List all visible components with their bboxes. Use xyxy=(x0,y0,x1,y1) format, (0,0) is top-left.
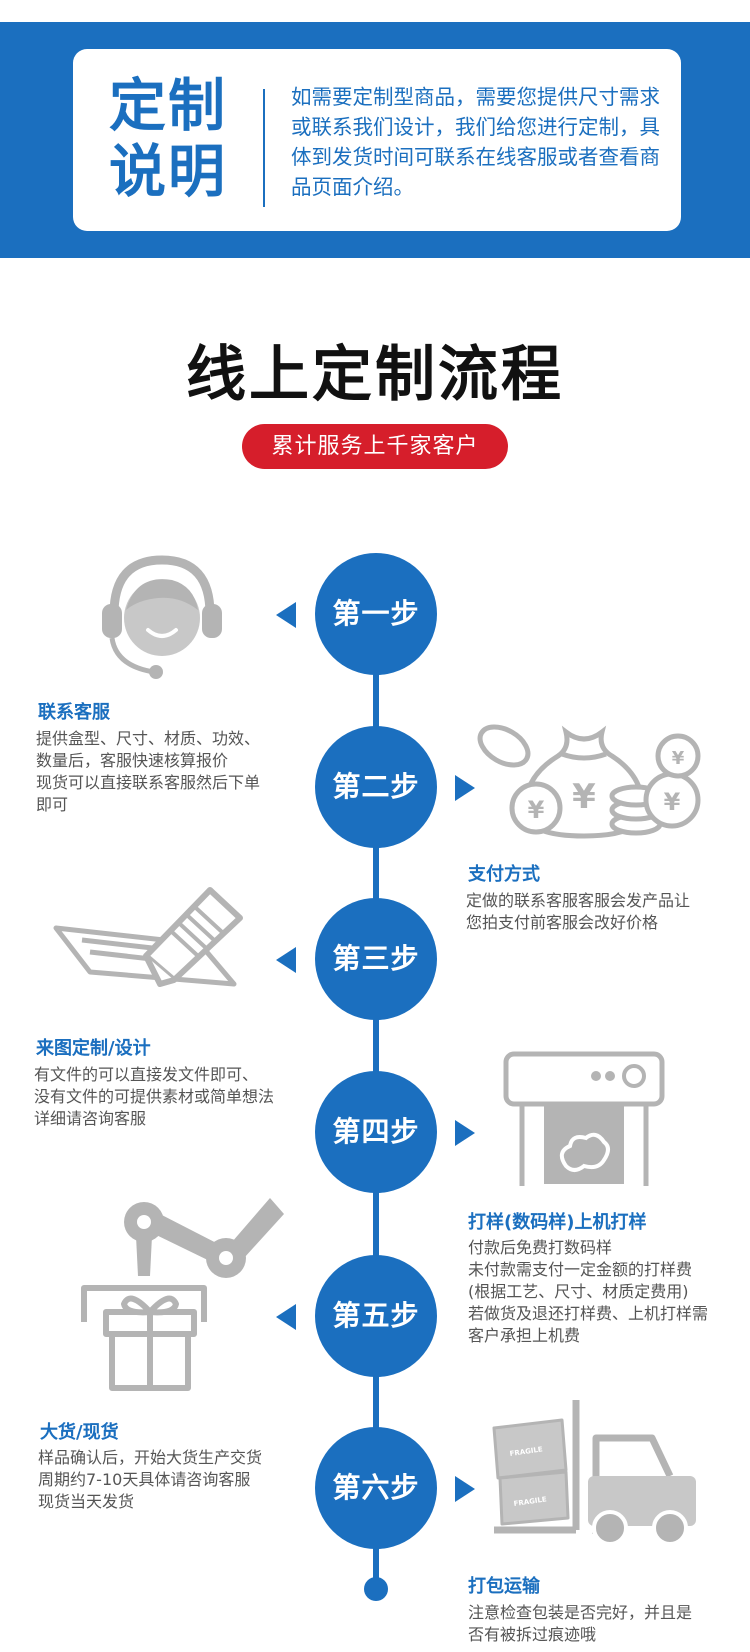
svg-text:¥: ¥ xyxy=(528,796,545,824)
step-1-circle: 第一步 xyxy=(315,553,437,675)
customer-count-badge: 累计服务上千家客户 xyxy=(242,424,508,469)
step-2-heading: 支付方式 xyxy=(468,864,540,885)
step-2-arrow-icon xyxy=(455,775,475,801)
svg-text:¥: ¥ xyxy=(664,788,681,816)
svg-text:¥: ¥ xyxy=(572,777,596,817)
step-6-heading: 打包运输 xyxy=(468,1576,540,1597)
step-6-arrow-icon xyxy=(455,1476,475,1502)
step-3-heading: 来图定制/设计 xyxy=(36,1038,151,1059)
timeline-end-dot xyxy=(364,1577,388,1601)
notice-title: 定制 说明 xyxy=(109,73,239,205)
notice-title-line2: 说明 xyxy=(109,139,227,205)
robot-arm-gift-icon xyxy=(81,1198,284,1391)
svg-text:¥: ¥ xyxy=(672,748,685,769)
page-title: 线上定制流程 xyxy=(186,340,564,410)
step-5-description: 样品确认后，开始大货生产交货周期约7-10天具体请咨询客服现货当天发货 xyxy=(38,1448,263,1511)
step-5-heading: 大货/现货 xyxy=(40,1422,119,1443)
step-6-description: 注意检查包装是否完好，并且是否有被拆过痕迹哦 xyxy=(468,1603,693,1644)
step-5-arrow-icon xyxy=(276,1304,296,1330)
step-3-arrow-icon xyxy=(276,947,296,973)
printer-plotter-icon xyxy=(503,1051,665,1186)
money-bag-coins-icon: ¥ ¥ ¥ ¥ xyxy=(477,724,701,839)
step-3-circle: 第三步 xyxy=(315,898,437,1020)
pen-document-icon xyxy=(53,887,243,987)
customization-notice-card: 定制 说明 如需要定制型商品，需要您提供尺寸需求或联系我们设计，我们给您进行定制… xyxy=(73,49,681,231)
step-4-description: 付款后免费打数码样未付款需支付一定金额的打样费(根据工艺、尺寸、材质定费用)若做… xyxy=(468,1238,709,1345)
step-1-arrow-icon xyxy=(276,602,296,628)
step-1-heading: 联系客服 xyxy=(38,702,110,723)
step-2-circle: 第二步 xyxy=(315,726,437,848)
step-6-circle: 第六步 xyxy=(315,1427,437,1549)
step-3-description: 有文件的可以直接发文件即可、没有文件的可提供素材或简单想法详细请咨询客服 xyxy=(34,1065,275,1128)
step-5-circle: 第五步 xyxy=(315,1255,437,1377)
step-1-description: 提供盒型、尺寸、材质、功效、数量后，客服快速核算报价现货可以直接联系客服然后下单… xyxy=(36,729,261,814)
step-4-heading: 打样(数码样)上机打样 xyxy=(468,1212,647,1233)
notice-text: 如需要定制型商品，需要您提供尺寸需求或联系我们设计，我们给您进行定制，具体到发货… xyxy=(291,85,660,199)
customer-service-headset-icon xyxy=(102,555,222,679)
forklift-boxes-icon: FRAGILE FRAGILE xyxy=(492,1400,696,1546)
step-4-circle: 第四步 xyxy=(315,1071,437,1193)
step-2-description: 定做的联系客服客服会发产品让您拍支付前客服会改好价格 xyxy=(466,891,691,932)
step-4-arrow-icon xyxy=(455,1120,475,1146)
notice-divider xyxy=(263,89,265,207)
notice-title-line1: 定制 xyxy=(109,73,227,139)
